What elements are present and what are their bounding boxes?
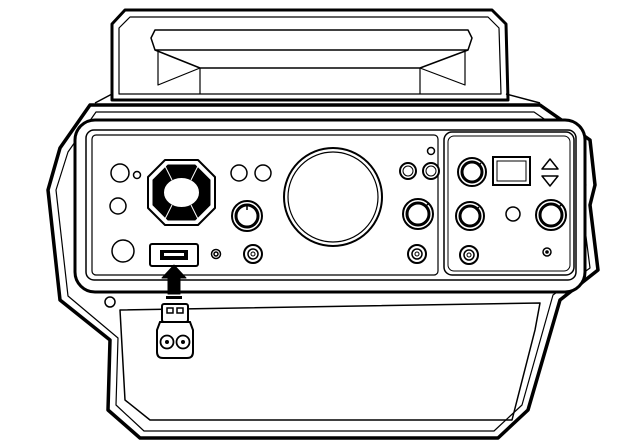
insert-arrow-icon (161, 264, 187, 299)
carry-handle (110, 8, 510, 102)
body-screw (104, 296, 116, 308)
down-triangle-icon[interactable] (541, 175, 559, 187)
light-ring (147, 159, 216, 226)
control-panel (73, 118, 587, 294)
up-triangle-icon[interactable] (541, 158, 559, 170)
mic-controls (399, 146, 440, 264)
volume-knob-left[interactable] (231, 200, 263, 232)
audio-jack-left (243, 244, 263, 264)
mid-buttons (210, 164, 272, 260)
left-buttons (109, 163, 142, 263)
usb-drive-icon (156, 303, 194, 359)
lower-grille (119, 302, 541, 421)
center-speaker (283, 147, 383, 247)
right-panel-controls (455, 156, 567, 265)
usb-port[interactable] (149, 243, 199, 267)
